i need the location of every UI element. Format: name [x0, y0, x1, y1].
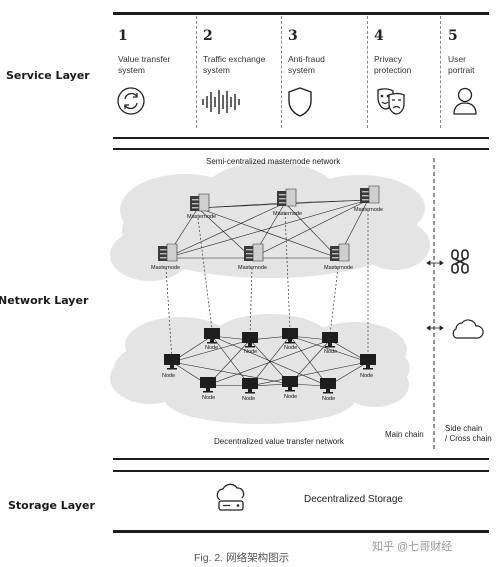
storage-bottom-rule: [113, 530, 489, 533]
server-icon: [330, 243, 350, 262]
network-top-rule: [113, 148, 489, 150]
figure-caption: Fig. 2. 网络架构图示: [194, 552, 290, 564]
node-label: Node: [284, 394, 298, 400]
chain-link-icon: [451, 249, 469, 274]
service-separator: [367, 16, 368, 128]
node-label: Node: [202, 395, 216, 401]
storage-layer-label: Storage Layer: [8, 499, 95, 512]
node-label: Node: [162, 373, 176, 379]
side-chain-label: Side chain/ Cross chain: [445, 424, 492, 443]
server-icon: [277, 188, 297, 207]
monitor-icon: [322, 332, 338, 348]
monitor-icon: [164, 354, 180, 370]
value-network-title: Decentralized value transfer network: [214, 437, 344, 446]
masternode-label: Masternode: [354, 207, 384, 213]
masternode-icons: [158, 185, 380, 262]
cross-chain-arrows: [426, 260, 444, 331]
node-label: Node: [322, 396, 336, 402]
service-separator: [440, 16, 441, 128]
service-number: 3: [288, 28, 298, 44]
node-label: Node: [324, 349, 338, 355]
monitor-icon: [320, 378, 336, 394]
service-top-rule: [113, 12, 489, 15]
shield-icon: [286, 86, 314, 123]
masternode-network-title: Semi-centralized masternode network: [206, 157, 341, 166]
service-layer-label: Service Layer: [6, 69, 90, 82]
cloud-icon: [452, 319, 484, 339]
node-label: Node: [242, 396, 256, 402]
node-label: Node: [360, 373, 374, 379]
service-separator: [281, 16, 282, 128]
masternode-label: Masternode: [187, 214, 217, 220]
masks-icon: [376, 86, 406, 121]
service-number: 2: [203, 28, 213, 44]
service-number: 4: [374, 28, 384, 44]
cloud-storage-icon: [214, 482, 248, 521]
masternode-label: Masternode: [238, 265, 268, 271]
cross-layer-links: [165, 210, 369, 361]
waveform-icon: [201, 88, 241, 121]
server-icon: [244, 243, 264, 262]
server-icon: [360, 185, 380, 204]
monitor-icon: [242, 378, 258, 394]
masternode-cloud: [110, 162, 430, 281]
node-label: Node: [244, 349, 258, 355]
monitor-icon: [282, 328, 298, 344]
service-number: 5: [448, 28, 458, 44]
masternode-label: Masternode: [151, 265, 181, 271]
watermark: 知乎 @七哥财经: [372, 541, 453, 553]
network-bottom-rule: [113, 458, 489, 460]
masternode-label: Masternode: [324, 265, 354, 271]
user-icon: [452, 86, 478, 121]
monitor-icon: [242, 332, 258, 348]
service-number: 1: [118, 28, 128, 44]
monitor-icon: [204, 328, 220, 344]
network-layer-label: Network Layer: [0, 294, 89, 307]
storage-label: Decentralized Storage: [304, 494, 403, 505]
node-icons: [164, 328, 376, 394]
service-separator: [196, 16, 197, 128]
refresh-icon: [116, 86, 146, 121]
storage-top-rule: [113, 470, 489, 472]
node-label: Node: [284, 345, 298, 351]
server-icon: [190, 193, 210, 212]
node-label: Node: [205, 345, 219, 351]
service-bottom-rule: [113, 137, 489, 139]
monitor-icon: [360, 354, 376, 370]
main-chain-label: Main chain: [385, 430, 424, 439]
server-icon: [158, 243, 178, 262]
monitor-icon: [282, 376, 298, 392]
monitor-icon: [200, 377, 216, 393]
masternode-label: Masternode: [273, 211, 303, 217]
